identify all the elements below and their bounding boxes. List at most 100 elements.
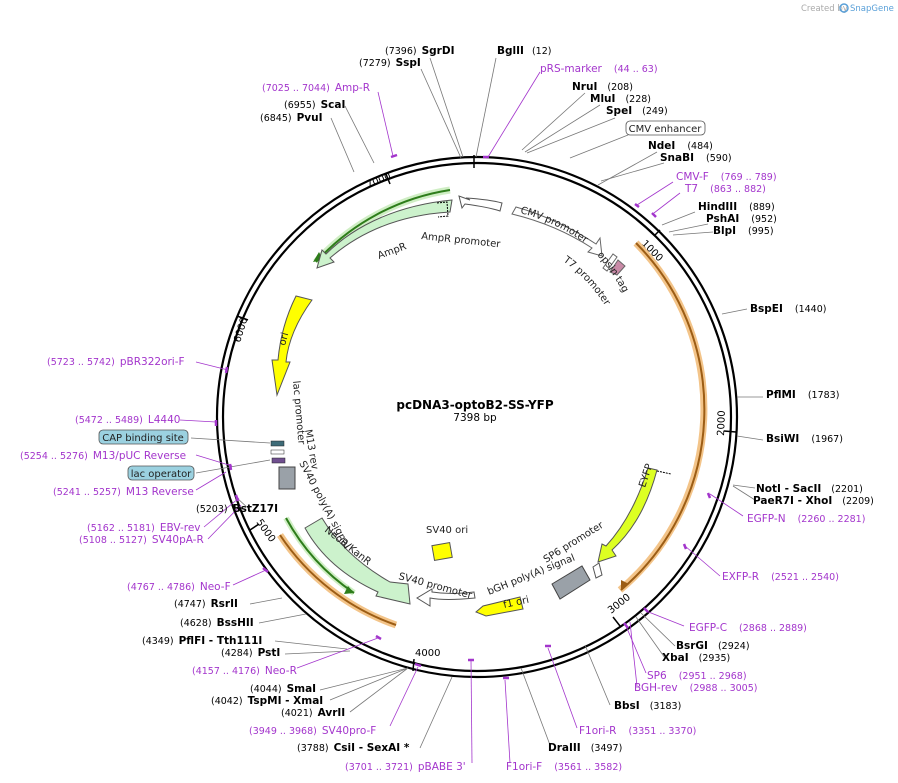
enzyme-sspi: (7279)SspI <box>359 57 421 69</box>
eyfp-cds-arrow <box>597 467 658 563</box>
primer-amp-r: (7025 .. 7044)Amp-R <box>262 82 370 94</box>
enzyme-bglii: BglII(12) <box>497 45 551 57</box>
primer-marks <box>214 153 712 680</box>
cap-binding-site-tag: CAP binding site <box>98 429 189 445</box>
enzyme-noti-sacii: NotI - SacII(2201) <box>756 483 863 495</box>
tick-label-3000: 3000 <box>606 592 633 616</box>
primer-sp6: SP6(2951 .. 2968) <box>647 670 747 682</box>
ori-label: ori <box>277 331 291 346</box>
lac-operator-text: lac operator <box>131 469 192 480</box>
enzyme-spei: SpeI(249) <box>606 105 668 117</box>
enzyme-nrui: NruI(208) <box>572 81 633 93</box>
primer-m13-reverse: (5241 .. 5257)M13 Reverse <box>53 486 194 498</box>
primer-sv40pa-r: (5108 .. 5127)SV40pA-R <box>79 534 204 546</box>
opsin-tag-box <box>609 259 626 276</box>
cap-binding-site-text: CAP binding site <box>102 433 184 444</box>
enzyme-bsiwi: BsiWI(1967) <box>766 433 843 445</box>
ampr-cds-arrow <box>316 199 453 269</box>
tick-label-2000: 2000 <box>716 410 728 436</box>
eyfp-end-marker <box>656 470 672 475</box>
orf-arc-neo <box>279 534 397 626</box>
primer-pbr322ori-f: (5723 .. 5742)pBR322ori-F <box>47 356 185 368</box>
primer-f1ori-r: F1ori-R(3351 .. 3370) <box>579 725 696 737</box>
ampr-label: AmpR <box>376 241 408 262</box>
tick-marks <box>236 155 737 672</box>
enzyme-psti: (4284)PstI <box>221 647 280 659</box>
snapgene-logo-icon <box>839 3 849 13</box>
orf-arc-ampr <box>315 189 451 263</box>
primer-m13-puc-reverse: (5254 .. 5276)M13/pUC Reverse <box>20 450 186 462</box>
enzyme-bspei: BspEI(1440) <box>750 303 826 315</box>
enzyme-bsshii: (4628)BssHII <box>180 617 254 629</box>
enzyme-blpi: BlpI(995) <box>713 225 774 237</box>
primer-bgh-rev: BGH-rev(2988 .. 3005) <box>634 682 757 694</box>
leader-lines <box>190 57 764 749</box>
enzyme-xbai: XbaI(2935) <box>662 652 730 664</box>
lac-operator-tag: lac operator <box>127 465 195 481</box>
orf-arc-eyfp-highlight <box>617 240 708 593</box>
primer-pbabe-3: (3701 .. 3721)pBABE 3' <box>345 761 466 773</box>
ampr-promoter-label: AmpR promoter <box>421 231 502 250</box>
f1-ori-arrow <box>475 596 524 617</box>
sv40-ori-label: SV40 ori <box>426 525 468 536</box>
lac-operator-box <box>271 457 286 464</box>
enzyme-bstz17i: (5203)BstZ17I <box>196 503 278 515</box>
primer-neo-r: (4157 .. 4176)Neo-R <box>192 665 297 677</box>
enzyme-draiii: DraIII(3497) <box>548 742 622 754</box>
plasmid-size: 7398 bp <box>453 412 497 424</box>
primer-leader-lines <box>179 71 744 764</box>
enzyme-pvui: (6845)PvuI <box>260 112 323 124</box>
tick-label-5000: 5000 <box>254 517 278 544</box>
primer-f1ori-f: F1ori-F(3561 .. 3582) <box>506 761 622 773</box>
t7-promoter-arrow <box>602 253 618 272</box>
orf-arc-eyfp-arrowhead <box>621 580 629 590</box>
primer-cmv-f: CMV-F(769 .. 789) <box>676 171 777 183</box>
credit-text: Created by <box>801 4 848 14</box>
primer-l4440: (5472 .. 5489)L4440 <box>75 414 180 426</box>
enzyme-paer7i-xhoi: PaeR7I - XhoI(2209) <box>753 495 874 507</box>
m13-rev-box <box>270 449 285 455</box>
sv40-ori-box <box>431 541 453 562</box>
enzyme-sgrdi: (7396)SgrDI <box>385 45 454 57</box>
enzyme-rsrii: (4747)RsrII <box>174 598 238 610</box>
cmv-promoter-arrow <box>511 206 603 257</box>
enzyme-scai: (6955)ScaI <box>284 99 345 111</box>
enzyme-bbsi: BbsI(3183) <box>614 700 681 712</box>
ampr-promoter-arrow <box>458 195 503 212</box>
primer-t7: T7(863 .. 882) <box>684 183 766 195</box>
cap-binding-site-box <box>270 440 285 447</box>
orf-arc-eyfp <box>620 242 706 591</box>
primer-prs-marker: pRS-marker(44 .. 63) <box>540 63 658 75</box>
enzyme-smai: (4044)SmaI <box>250 683 316 695</box>
cmv-promoter-label: CMV promoter <box>519 205 590 246</box>
primer-egfp-c: EGFP-C(2868 .. 2889) <box>689 622 807 634</box>
enzyme-pshai: PshAI(952) <box>706 213 777 225</box>
enzyme-avrii: (4021)AvrII <box>281 707 345 719</box>
enzyme-mlui: MluI(228) <box>590 93 651 105</box>
primer-neo-f: (4767 .. 4786)Neo-F <box>127 581 231 593</box>
enzyme-snabi: SnaBI(590) <box>660 152 732 164</box>
primer-sv40pro-f: (3949 .. 3968)SV40pro-F <box>249 725 376 737</box>
cmv-enhancer-text: CMV enhancer <box>629 124 703 135</box>
orf-arc-neo-inner-arrowhead <box>344 586 354 594</box>
primer-exfp-r: EXFP-R(2521 .. 2540) <box>722 571 839 583</box>
tick-label-7000: 7000 <box>365 171 393 191</box>
enzyme-hindiii: HindIII(889) <box>698 201 775 213</box>
primer-egfp-n: EGFP-N(2260 .. 2281) <box>747 513 865 525</box>
cmv-enhancer-tag: CMV enhancer <box>625 120 706 136</box>
bgh-polya-box <box>551 565 591 600</box>
tick-label-4000: 4000 <box>415 648 440 659</box>
neo-kanr-arrow <box>304 517 411 605</box>
sp6-promoter-arrow <box>592 562 603 579</box>
ori-arrow <box>271 295 313 397</box>
sv40-polya-box <box>278 466 296 490</box>
enzyme-ndei: NdeI(484) <box>648 140 713 152</box>
enzyme-tspmi-xmai: (4042)TspMI - XmaI <box>211 695 323 707</box>
sv40-promoter-arrow <box>416 588 476 607</box>
orf-arc-neo-inner <box>285 517 355 594</box>
f1-ori-label: f1 ori <box>502 595 530 611</box>
enzyme-pflmi: PflMI(1783) <box>766 389 839 401</box>
credit-brand: SnapGene <box>850 4 894 14</box>
enzyme-pflfi-tth111i: (4349)PflFI - Tth111I <box>142 635 262 647</box>
